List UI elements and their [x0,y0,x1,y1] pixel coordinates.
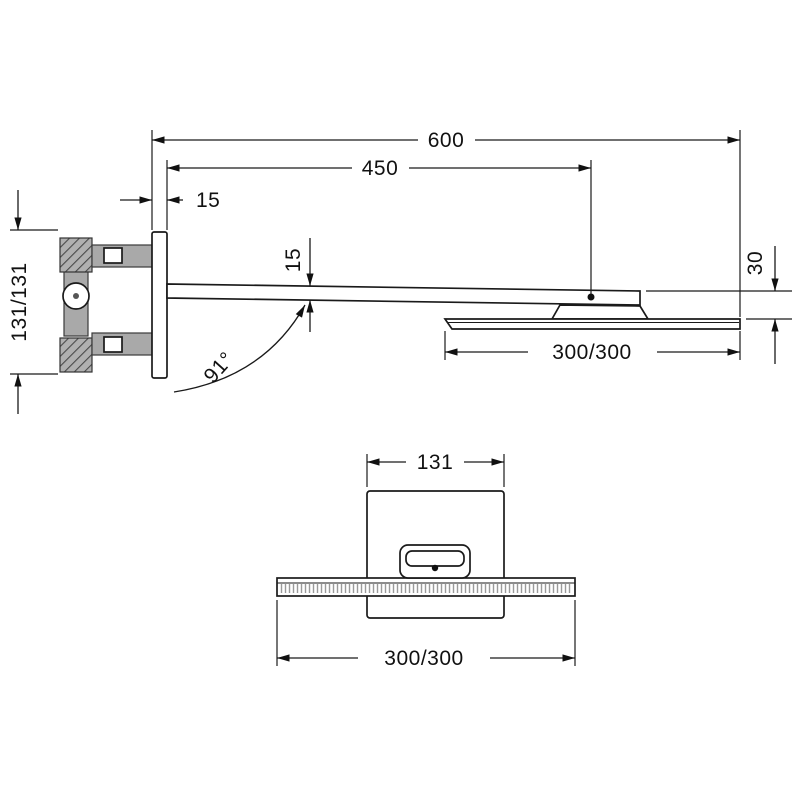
connector-outer [399,544,471,579]
dim-600: 600 [151,129,741,317]
pipe-fitting-top [103,247,123,264]
side-view: 600 450 15 15 30 [8,129,792,414]
pipe-fitting-bottom [103,336,123,353]
spray-face-texture [280,584,572,595]
angle-arc [173,304,306,393]
dim-131-131-label: 131/131 [8,262,31,341]
shower-head-front [276,577,576,597]
dim-450-label: 450 [362,157,399,180]
pivot-point [587,293,595,301]
dim-300-300-front: 300/300 [276,600,576,670]
dim-131-front: 131 [366,451,505,487]
angle-91: 91° [173,304,306,393]
shower-head-side [443,318,741,330]
dim-450: 450 [166,157,592,294]
dim-300-300-front-label: 300/300 [384,647,463,670]
dim-30-label: 30 [744,251,767,275]
head-plate-side [443,318,741,330]
valve-port-center [73,293,79,299]
dim-15-arm-label: 15 [282,248,305,272]
mount-block-bottom [59,337,93,373]
dim-300-300-side: 300/300 [444,331,741,364]
shower-arm [166,283,641,306]
dim-300-300-side-label: 300/300 [552,341,631,364]
front-view: 131 300/300 [276,451,576,670]
angle-91-label: 91° [199,348,238,388]
dim-15-arm: 15 [282,238,314,332]
concealed-basic-set [59,237,153,373]
dim-15-plate-label: 15 [196,189,220,212]
dim-131-131: 131/131 [8,190,58,414]
dim-600-label: 600 [428,129,465,152]
arm-connector-front [399,544,471,579]
head-connector [550,304,650,320]
dim-131-front-label: 131 [417,451,454,474]
mount-block-top [59,237,93,273]
dim-30: 30 [646,246,792,364]
connector-center-dot [431,564,439,572]
dim-15-plate: 15 [120,189,220,212]
wall-plate [151,231,168,379]
